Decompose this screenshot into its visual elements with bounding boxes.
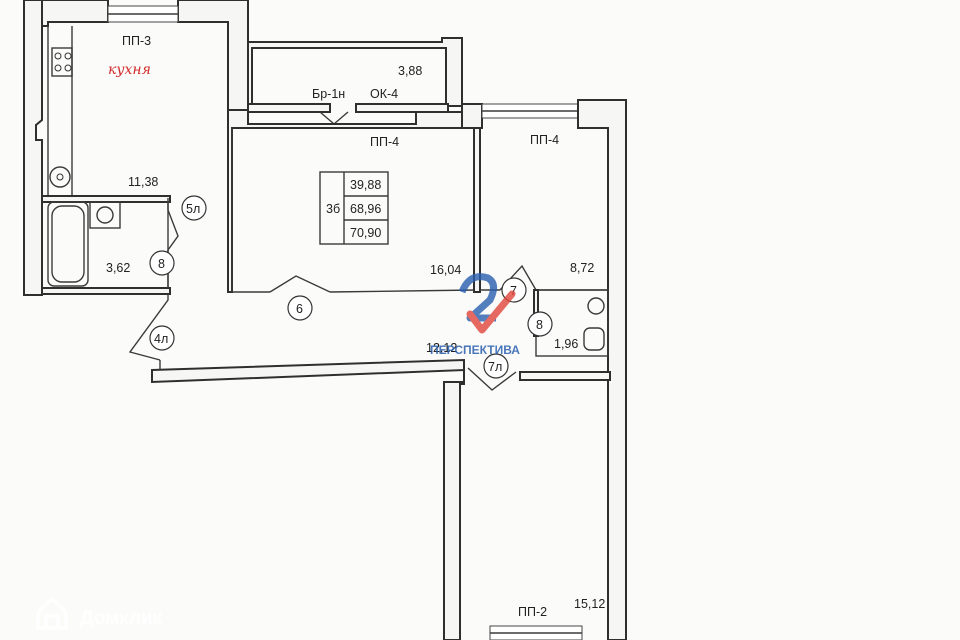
wall-bath-bottom — [41, 287, 171, 295]
brand-name: Домклик — [80, 608, 163, 629]
wall-balcony-low-right — [355, 103, 449, 113]
kitchen-area: 11,38 — [128, 175, 158, 189]
wall-living-bedroom — [473, 127, 481, 293]
bathtub-icon — [51, 205, 85, 283]
summary-box — [319, 171, 389, 245]
hall-area: 12,12 — [426, 341, 457, 355]
wall-balcony-low — [247, 103, 331, 113]
balcony-window-label: ОК-4 — [370, 87, 398, 101]
wall-corridor-bottom — [151, 358, 465, 640]
wall-bedroom-top-right — [577, 99, 627, 640]
marker-4l: 4л — [149, 325, 175, 351]
watermark-logo-icon — [458, 273, 516, 334]
wc-basin-icon — [587, 297, 605, 315]
summary-total-balcony: 70,90 — [350, 226, 381, 240]
wall-bedroom2-top — [519, 371, 611, 381]
svg-text:5л: 5л — [186, 202, 200, 216]
marker-8-bath: 8 — [149, 250, 175, 276]
bedroom-window-label: ПП-4 — [530, 133, 559, 147]
watermark-text: ПЕРСПЕКТИВА — [430, 343, 520, 357]
toilet-icon — [583, 327, 605, 351]
svg-text:7л: 7л — [488, 360, 502, 374]
wall-bedroom-top-left — [461, 103, 483, 129]
svg-text:6: 6 — [296, 302, 303, 316]
brand-logo: Домклик — [36, 597, 163, 630]
summary-total: 68,96 — [350, 202, 381, 216]
washbasin-icon — [96, 206, 114, 224]
summary-living: 39,88 — [350, 178, 381, 192]
wall-kitchen-top — [41, 0, 109, 27]
summary-rooms: 3б — [326, 202, 340, 216]
kitchen-window-label: ПП-3 — [122, 34, 151, 48]
marker-6: 6 — [287, 295, 313, 321]
wc-area: 1,96 — [554, 337, 578, 351]
kitchen-handwritten-note: кухня — [108, 62, 151, 78]
wall-kitchen-bath — [41, 195, 171, 203]
bedroom-area: 8,72 — [570, 261, 594, 275]
living-window-label: ПП-4 — [370, 135, 399, 149]
balcony-door-label: Бр-1н — [312, 87, 345, 101]
living-area: 16,04 — [430, 263, 461, 277]
svg-text:8: 8 — [536, 318, 543, 332]
balcony-area: 3,88 — [398, 64, 422, 78]
bedroom2-window-label: ПП-2 — [518, 605, 547, 619]
bath-area: 3,62 — [106, 261, 130, 275]
bedroom2-area: 15,12 — [574, 597, 605, 611]
marker-7l: 7л — [483, 353, 509, 379]
house-icon — [36, 597, 68, 630]
marker-8-wc: 8 — [527, 311, 553, 337]
svg-text:8: 8 — [158, 257, 165, 271]
wall-left-outer — [23, 0, 43, 296]
sink-icon — [49, 166, 71, 188]
marker-5l: 5л — [181, 195, 207, 221]
svg-text:4л: 4л — [154, 332, 168, 346]
